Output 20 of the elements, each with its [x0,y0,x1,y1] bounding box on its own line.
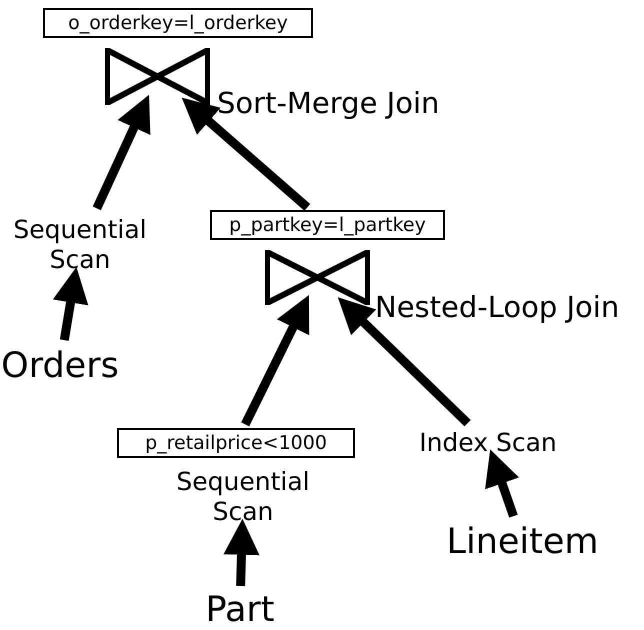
arrow [338,297,471,426]
node-label: Part [200,590,280,630]
operator-label: Sort-Merge Join [217,86,440,120]
node-label: Index Scan [410,426,566,460]
arrow [485,449,520,518]
node-label: Sequential Scan [160,464,326,530]
node-label: Lineitem [440,520,605,564]
node-label: Sequential Scan [2,212,158,278]
arrow [52,266,88,341]
condition-box: p_retailprice<1000 [117,428,355,458]
condition-box: p_partkey=l_partkey [210,210,445,240]
operator-label: Nested-Loop Join [375,290,620,324]
arrow [182,98,310,211]
arrow [92,94,150,210]
arrow [241,295,310,426]
arrow [224,518,260,586]
condition-box: o_orderkey=l_orderkey [43,8,313,38]
node-label: Orders [0,344,120,388]
join-symbol [105,48,210,105]
join-symbol [265,250,370,305]
